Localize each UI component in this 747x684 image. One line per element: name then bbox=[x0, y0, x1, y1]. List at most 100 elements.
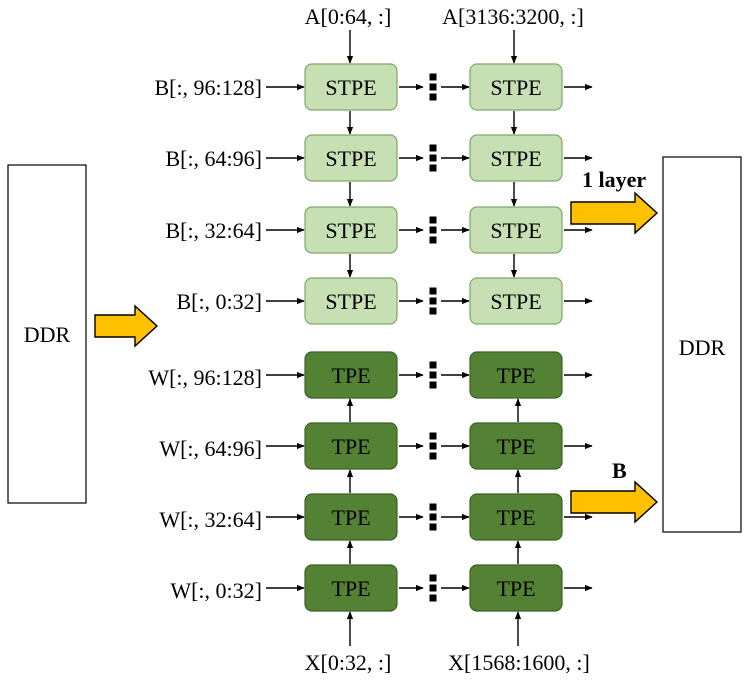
tpe-row-3-ellipsis-dot-2 bbox=[429, 594, 437, 602]
stpe-3-col-1: STPE bbox=[469, 277, 563, 325]
tpe-0-col-1-label: TPE bbox=[496, 363, 535, 388]
tpe-row-2-ellipsis-dot-1 bbox=[429, 513, 437, 521]
bottom-input-label-0: X[0:32, :] bbox=[305, 650, 392, 675]
tpe-2-col-0-label: TPE bbox=[331, 505, 370, 530]
stpe-2-col-0: STPE bbox=[304, 206, 398, 254]
tpe-1-col-0: TPE bbox=[304, 422, 398, 470]
tpe-row-3-ellipsis bbox=[429, 574, 437, 602]
tpe-1-col-1: TPE bbox=[469, 422, 563, 470]
tpe-0-col-1-box bbox=[469, 351, 563, 399]
top-input-label-1: A[3136:3200, :] bbox=[442, 4, 584, 29]
tpe-row-3-ellipsis-dot-1 bbox=[429, 584, 437, 592]
tpe-row-0-ellipsis bbox=[429, 361, 437, 389]
stpe-row-label-2: B[:, 32:64] bbox=[165, 218, 262, 243]
ddr-left-label: DDR bbox=[24, 322, 71, 347]
stpe-2-col-0-box bbox=[304, 206, 398, 254]
stpe-row-1-ellipsis-dot-1 bbox=[429, 154, 437, 162]
stpe-row-3-ellipsis-dot-2 bbox=[429, 307, 437, 315]
stpe-1-col-1-box bbox=[469, 134, 563, 182]
processing-element-grid: STPE STPE STPE STPE STPE STPE STPE STPE TPE TPE TP… bbox=[304, 63, 563, 612]
output-label-lower: B bbox=[612, 458, 627, 483]
stpe-row-2-ellipsis-dot-2 bbox=[429, 236, 437, 244]
ellipsis-dots bbox=[429, 73, 437, 602]
connector-arrows bbox=[266, 30, 593, 646]
stpe-row-3-ellipsis-dot-0 bbox=[429, 287, 437, 295]
layer-output-block-arrow bbox=[570, 191, 659, 235]
stpe-row-label-1: B[:, 64:96] bbox=[165, 146, 262, 171]
tpe-1-col-1-box bbox=[469, 422, 563, 470]
output-label-upper: 1 layer bbox=[582, 167, 646, 192]
tpe-row-1-ellipsis-dot-1 bbox=[429, 442, 437, 450]
stpe-3-col-1-label: STPE bbox=[490, 289, 541, 314]
tpe-row-1-ellipsis bbox=[429, 432, 437, 460]
tpe-2-col-1: TPE bbox=[469, 493, 563, 541]
stpe-3-col-0-box bbox=[304, 277, 398, 325]
stpe-row-0-ellipsis-dot-0 bbox=[429, 73, 437, 81]
stpe-3-col-0: STPE bbox=[304, 277, 398, 325]
stpe-0-col-0-box bbox=[304, 63, 398, 111]
top-input-label-0: A[0:64, :] bbox=[305, 4, 392, 29]
stpe-1-col-0: STPE bbox=[304, 134, 398, 182]
stpe-2-col-0-label: STPE bbox=[325, 218, 376, 243]
block-arrows bbox=[94, 191, 659, 524]
stpe-1-col-0-box bbox=[304, 134, 398, 182]
stpe-3-col-0-label: STPE bbox=[325, 289, 376, 314]
ddr-right-box bbox=[662, 156, 742, 533]
tpe-row-1-ellipsis-dot-0 bbox=[429, 432, 437, 440]
stpe-0-col-0-label: STPE bbox=[325, 75, 376, 100]
stpe-2-col-1-box bbox=[469, 206, 563, 254]
tpe-2-col-0-box bbox=[304, 493, 398, 541]
stpe-row-3-ellipsis bbox=[429, 287, 437, 315]
tpe-row-1-ellipsis-dot-2 bbox=[429, 452, 437, 460]
b-output-block-arrow bbox=[570, 480, 659, 524]
tpe-row-label-0: W[:, 96:128] bbox=[148, 365, 262, 390]
tpe-row-label-3: W[:, 0:32] bbox=[170, 578, 262, 603]
tpe-row-2-ellipsis-dot-0 bbox=[429, 503, 437, 511]
tpe-3-col-0-box bbox=[304, 564, 398, 612]
stpe-0-col-1-box bbox=[469, 63, 563, 111]
stpe-row-0-ellipsis-dot-2 bbox=[429, 93, 437, 101]
tpe-1-col-0-box bbox=[304, 422, 398, 470]
tpe-2-col-1-label: TPE bbox=[496, 505, 535, 530]
tpe-0-col-1: TPE bbox=[469, 351, 563, 399]
stpe-0-col-0: STPE bbox=[304, 63, 398, 111]
tpe-0-col-0: TPE bbox=[304, 351, 398, 399]
stpe-1-col-1: STPE bbox=[469, 134, 563, 182]
stpe-row-2-ellipsis-dot-1 bbox=[429, 226, 437, 234]
tpe-1-col-0-label: TPE bbox=[331, 434, 370, 459]
stpe-row-3-ellipsis-dot-1 bbox=[429, 297, 437, 305]
stpe-0-col-1: STPE bbox=[469, 63, 563, 111]
tpe-row-2-ellipsis bbox=[429, 503, 437, 531]
tpe-row-label-2: W[:, 32:64] bbox=[159, 507, 262, 532]
tpe-2-col-0: TPE bbox=[304, 493, 398, 541]
stpe-row-1-ellipsis bbox=[429, 144, 437, 172]
stpe-row-label-3: B[:, 0:32] bbox=[176, 289, 262, 314]
tpe-2-col-1-box bbox=[469, 493, 563, 541]
tpe-3-col-0-label: TPE bbox=[331, 576, 370, 601]
stpe-row-2-ellipsis bbox=[429, 216, 437, 244]
stpe-2-col-1-label: STPE bbox=[490, 218, 541, 243]
stpe-row-2-ellipsis-dot-0 bbox=[429, 216, 437, 224]
stpe-0-col-1-label: STPE bbox=[490, 75, 541, 100]
tpe-3-col-1: TPE bbox=[469, 564, 563, 612]
stpe-1-col-0-label: STPE bbox=[325, 146, 376, 171]
stpe-row-1-ellipsis-dot-2 bbox=[429, 164, 437, 172]
stpe-row-label-0: B[:, 96:128] bbox=[154, 75, 262, 100]
bottom-input-label-1: X[1568:1600, :] bbox=[448, 650, 590, 675]
tpe-3-col-1-label: TPE bbox=[496, 576, 535, 601]
tpe-0-col-0-label: TPE bbox=[331, 363, 370, 388]
tpe-row-0-ellipsis-dot-1 bbox=[429, 371, 437, 379]
stpe-row-0-ellipsis-dot-1 bbox=[429, 83, 437, 91]
tpe-3-col-1-box bbox=[469, 564, 563, 612]
tpe-row-3-ellipsis-dot-0 bbox=[429, 574, 437, 582]
stpe-2-col-1: STPE bbox=[469, 206, 563, 254]
ddr-right-label: DDR bbox=[679, 335, 726, 360]
stpe-1-col-1-label: STPE bbox=[490, 146, 541, 171]
tpe-1-col-1-label: TPE bbox=[496, 434, 535, 459]
tpe-row-0-ellipsis-dot-0 bbox=[429, 361, 437, 369]
tpe-row-2-ellipsis-dot-2 bbox=[429, 523, 437, 531]
tpe-3-col-0: TPE bbox=[304, 564, 398, 612]
tpe-0-col-0-box bbox=[304, 351, 398, 399]
tpe-row-0-ellipsis-dot-2 bbox=[429, 381, 437, 389]
